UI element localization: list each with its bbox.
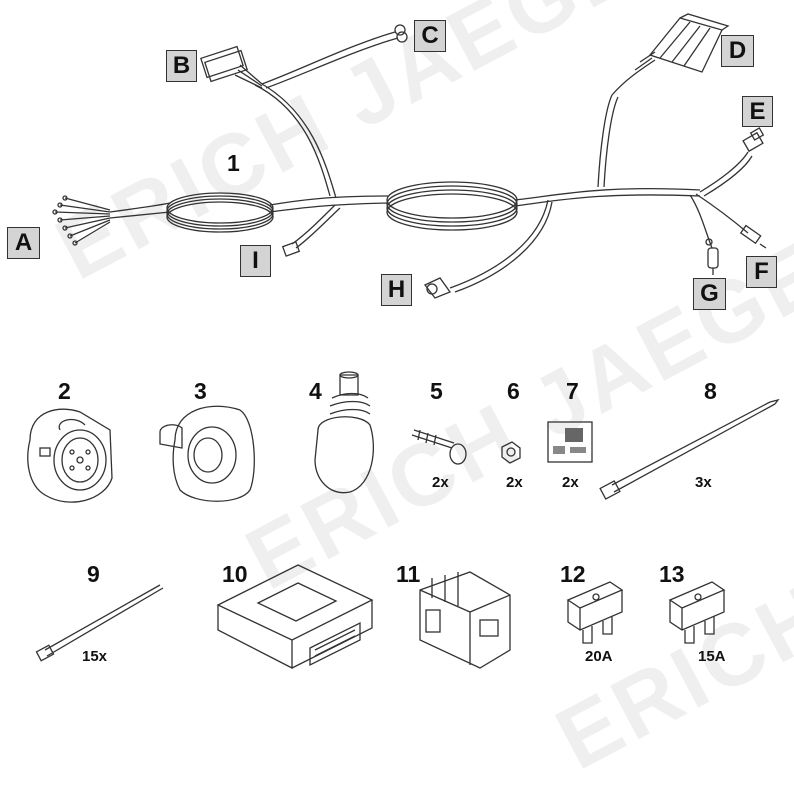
- part-number-5: 5: [430, 378, 443, 404]
- part-8-cable-tie: [599, 398, 780, 500]
- connector-h: [423, 277, 452, 299]
- part-number-8: 8: [704, 378, 717, 404]
- part-number-10: 10: [222, 561, 248, 587]
- label-box-a: A: [7, 227, 40, 259]
- part-2-socket: [27, 408, 113, 503]
- part-number-2: 2: [58, 378, 71, 404]
- connector-b: [200, 45, 263, 89]
- harness-wires: [109, 31, 753, 293]
- qty-label-9: 15x: [82, 648, 108, 665]
- parts-illustration: [27, 13, 780, 670]
- coil-left: [166, 192, 274, 233]
- qty-label-5: 2x: [432, 474, 449, 491]
- part-number-11: 11: [396, 561, 421, 587]
- part-number-9: 9: [87, 561, 100, 587]
- connector-d: [634, 13, 730, 73]
- part-number-3: 3: [194, 378, 207, 404]
- qty-label-7: 2x: [562, 474, 579, 491]
- part-number-13: 13: [659, 561, 685, 587]
- label-box-c: C: [414, 20, 446, 52]
- qty-label-8: 3x: [695, 474, 712, 491]
- part-number-12: 12: [560, 561, 586, 587]
- label-box-g: G: [693, 278, 726, 310]
- part-12-fuse: [566, 581, 624, 644]
- connector-f: [739, 224, 767, 249]
- connector-c: [394, 24, 408, 43]
- part-6-nut: [501, 441, 521, 464]
- connector-i: [281, 241, 301, 257]
- fuse-rating-20a: 20A: [585, 648, 613, 665]
- qty-label-6: 2x: [506, 474, 523, 491]
- part-9-cable-tie: [35, 584, 164, 662]
- wiring-kit-diagram: ERICH JAEGER ERICH JAEGER ERICH JAEGER: [7, 0, 794, 788]
- coil-center: [386, 181, 518, 231]
- label-box-d: D: [721, 35, 754, 67]
- connector-e: [742, 127, 765, 153]
- part-13-fuse: [668, 581, 726, 644]
- part-3-mounting-plate: [159, 405, 255, 502]
- label-box-i: I: [240, 245, 271, 277]
- part-number-7: 7: [566, 378, 579, 404]
- part-10-control-module: [216, 564, 374, 670]
- label-box-h: H: [381, 274, 412, 306]
- part-number-4: 4: [309, 378, 322, 404]
- label-box-f: F: [746, 256, 777, 288]
- connector-g: [705, 238, 719, 275]
- label-box-e: E: [742, 96, 773, 127]
- part-4-grommet: [314, 371, 375, 494]
- part-11-relay-holder: [419, 571, 511, 669]
- part-7-sticker: [547, 421, 593, 463]
- part-5-bolt: [411, 429, 467, 465]
- connector-a-wires: [52, 195, 111, 246]
- label-box-b: B: [166, 50, 197, 82]
- fuse-rating-15a: 15A: [698, 648, 726, 665]
- harness-number: 1: [227, 150, 240, 176]
- part-number-6: 6: [507, 378, 520, 404]
